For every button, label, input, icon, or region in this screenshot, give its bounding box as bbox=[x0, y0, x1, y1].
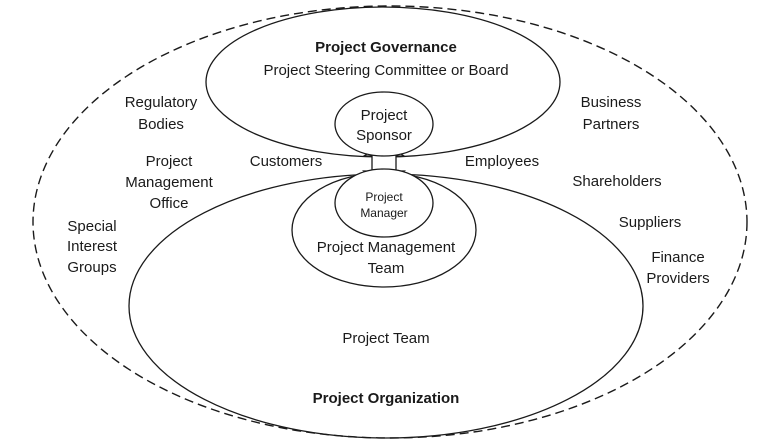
project-manager-ellipse bbox=[334, 168, 434, 238]
pmo-label-line3: Office bbox=[150, 195, 189, 212]
special-label-line2: Interest bbox=[67, 238, 118, 255]
governance-title: Project Governance bbox=[315, 39, 457, 56]
governance-subtitle: Project Steering Committee or Board bbox=[263, 62, 508, 79]
special-label-line3: Groups bbox=[67, 259, 116, 276]
project-team-label: Project Team bbox=[342, 330, 429, 347]
finance-label-line2: Providers bbox=[646, 270, 709, 287]
regulatory-label-line1: Regulatory bbox=[125, 94, 198, 111]
regulatory-label-line2: Bodies bbox=[138, 116, 184, 133]
suppliers-label: Suppliers bbox=[619, 214, 682, 231]
pm-team-label-line1: Project Management bbox=[317, 239, 456, 256]
customers-label: Customers bbox=[250, 153, 323, 170]
shareholders-label: Shareholders bbox=[572, 173, 661, 190]
employees-label: Employees bbox=[465, 153, 539, 170]
organization-title: Project Organization bbox=[313, 390, 460, 407]
special-label-line1: Special bbox=[67, 218, 116, 235]
manager-label-line2: Manager bbox=[360, 206, 407, 220]
manager-label-line1: Project bbox=[365, 190, 403, 204]
pmo-label-line1: Project bbox=[146, 153, 194, 170]
business-label-line1: Business bbox=[581, 94, 642, 111]
pm-team-label-line2: Team bbox=[368, 260, 405, 277]
business-label-line2: Partners bbox=[583, 116, 640, 133]
sponsor-label-line1: Project bbox=[361, 107, 409, 124]
finance-label-line1: Finance bbox=[651, 249, 704, 266]
project-sponsor-ellipse bbox=[334, 91, 434, 157]
pmo-label-line2: Management bbox=[125, 174, 213, 191]
sponsor-label-line2: Sponsor bbox=[356, 127, 412, 144]
